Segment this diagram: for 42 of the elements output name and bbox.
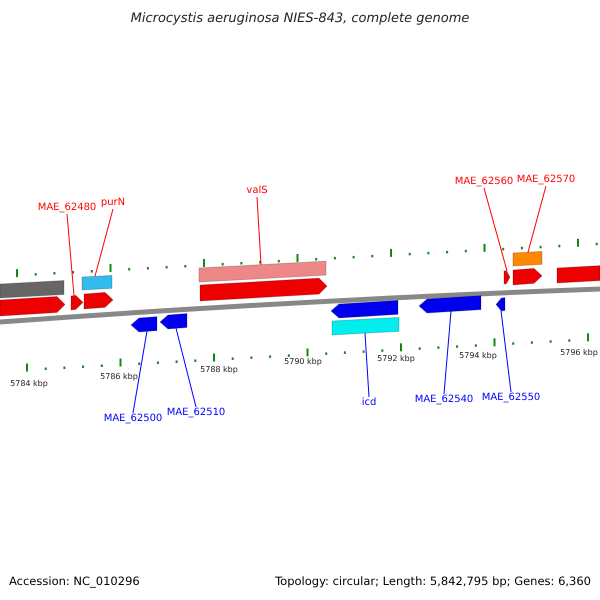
gene-feature: [159, 313, 188, 330]
gene-feature: [198, 260, 326, 283]
leader-line: [94, 208, 114, 277]
genome-info-text: Topology: circular; Length: 5,842,795 bp; Genes: 6,360: [275, 576, 591, 588]
leader-line: [256, 196, 262, 266]
gene-label: purN: [100, 198, 126, 208]
gene-feature: [512, 250, 542, 267]
gene-label: MAE_62510: [166, 408, 226, 418]
leader-line: [444, 310, 452, 394]
gene-label: MAE_62540: [414, 395, 474, 405]
title: Microcystis aeruginosa NIES-843, complete genome: [130, 11, 470, 26]
gene-label: MAE_62570: [516, 175, 576, 185]
scale-label: 5788 kbp: [200, 366, 238, 374]
gene-label: valS: [246, 186, 268, 196]
gene-feature: [556, 265, 600, 284]
gene-label: MAE_62480: [38, 203, 96, 213]
gene-label: icd: [362, 398, 376, 408]
gene-feature: [495, 296, 506, 312]
gene-feature: [330, 300, 398, 319]
gene-feature: [418, 295, 482, 314]
leader-line: [176, 328, 196, 408]
gene-label: MAE_62550: [482, 393, 540, 403]
gene-feature: [332, 316, 400, 336]
scale-label: 5786 kbp: [100, 373, 138, 381]
leader-line: [66, 214, 74, 296]
gene-label: MAE_62560: [454, 177, 514, 187]
scale-label: 5790 kbp: [284, 358, 322, 366]
leader-line: [132, 330, 148, 414]
leader-line: [364, 332, 370, 398]
scale-label: 5794 kbp: [459, 352, 497, 360]
gene-feature: [0, 296, 66, 317]
scale-label: 5792 kbp: [377, 355, 415, 363]
gene-label: MAE_62500: [104, 414, 162, 424]
leader-line: [500, 310, 512, 392]
accession-text: Accession: NC_010296: [9, 576, 140, 588]
gene-feature: [130, 316, 158, 333]
leader-line: [484, 188, 508, 272]
gene-feature: [82, 274, 112, 291]
scale-label: 5796 kbp: [560, 349, 598, 357]
gene-feature: [0, 280, 64, 299]
scale-label: 5784 kbp: [10, 380, 48, 388]
gene-feature: [200, 278, 328, 302]
